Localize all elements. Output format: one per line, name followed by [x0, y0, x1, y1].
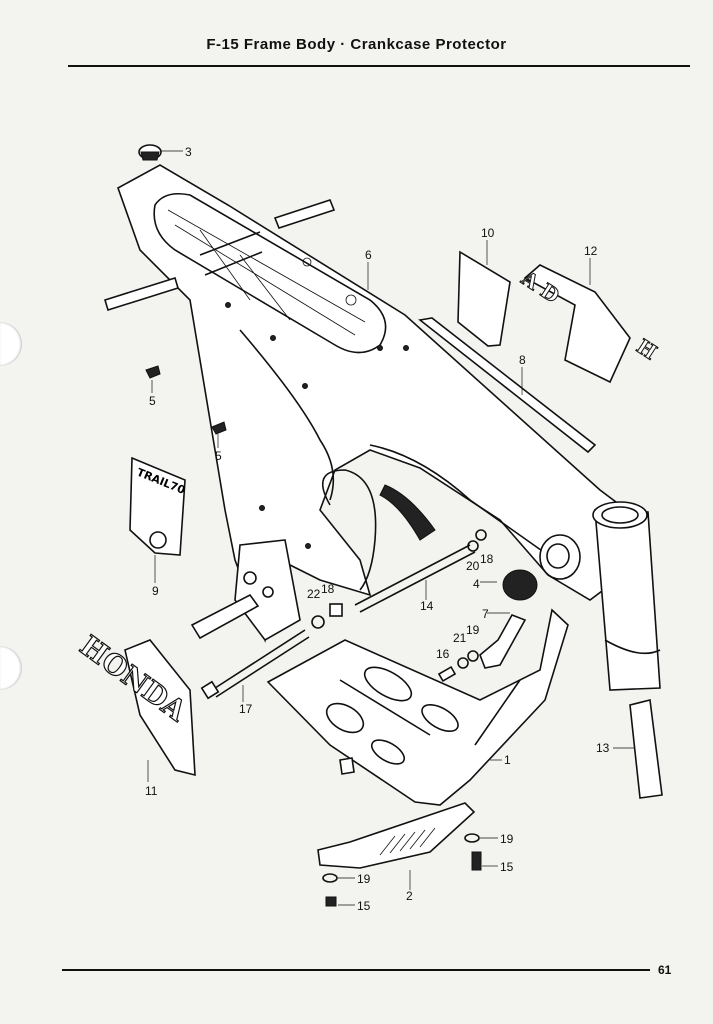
callout-13: 13 — [596, 741, 610, 755]
callout-4: 4 — [473, 577, 480, 591]
callout-19-right: 19 — [500, 832, 514, 846]
crankcase-protector — [266, 608, 569, 806]
callout-17: 17 — [239, 702, 253, 716]
footer-rule — [62, 969, 650, 971]
tank-emblem-left: HONDA — [73, 628, 196, 777]
callout-18-left: 18 — [321, 582, 335, 596]
header-rule — [68, 65, 690, 67]
callout-21: 21 — [453, 631, 467, 645]
callout-12: 12 — [584, 244, 598, 258]
callout-19-top: 19 — [466, 623, 480, 637]
screw-upper — [145, 365, 161, 379]
callout-15-left: 15 — [357, 899, 371, 913]
callout-5-lower: 5 — [215, 449, 222, 463]
honda-logo-right: A D — [516, 266, 563, 308]
bracket — [479, 614, 527, 669]
callout-16: 16 — [436, 647, 450, 661]
cap-nut — [138, 144, 162, 161]
callout-leaders — [147, 150, 634, 906]
side-plate — [457, 250, 511, 347]
svg-text:H: H — [632, 334, 661, 364]
callout-19-left: 19 — [357, 872, 371, 886]
tank-emblem-right: A D H — [516, 264, 662, 384]
callout-14: 14 — [420, 599, 434, 613]
callout-15-right: 15 — [500, 860, 514, 874]
callout-7: 7 — [482, 607, 489, 621]
callout-10: 10 — [481, 226, 495, 240]
page-title: F-15 Frame Body · Crankcase Protector — [206, 36, 507, 53]
engine-bolt-lower — [211, 629, 306, 691]
trail70-badge: TRAIL70 — [129, 456, 187, 556]
rubber-plug — [502, 569, 538, 601]
callout-labels: 3 6 10 12 8 5 5 9 11 13 14 17 1 7 4 20 1… — [145, 145, 610, 913]
screw-lower — [211, 421, 227, 435]
callout-18-right: 18 — [480, 552, 494, 566]
binder-hole-top — [0, 322, 22, 366]
frame-body — [104, 164, 661, 691]
nut-18-left — [329, 603, 343, 617]
callout-11: 11 — [145, 784, 158, 798]
page-number: 61 — [658, 963, 672, 977]
callout-2: 2 — [406, 889, 413, 903]
washer-22 — [311, 615, 325, 629]
callout-9: 9 — [152, 584, 159, 598]
callout-3: 3 — [185, 145, 192, 159]
callout-1: 1 — [504, 753, 511, 767]
rubber-tube — [629, 699, 663, 799]
callout-8: 8 — [519, 353, 526, 367]
callout-5-upper: 5 — [149, 394, 156, 408]
skid-plate — [317, 802, 476, 869]
callout-6: 6 — [365, 248, 372, 262]
binder-hole-bottom — [0, 646, 22, 690]
callout-20: 20 — [466, 559, 480, 573]
engine-bolt-upper — [354, 544, 471, 606]
callout-22: 22 — [307, 587, 321, 601]
frame-trim-strip — [418, 317, 597, 454]
